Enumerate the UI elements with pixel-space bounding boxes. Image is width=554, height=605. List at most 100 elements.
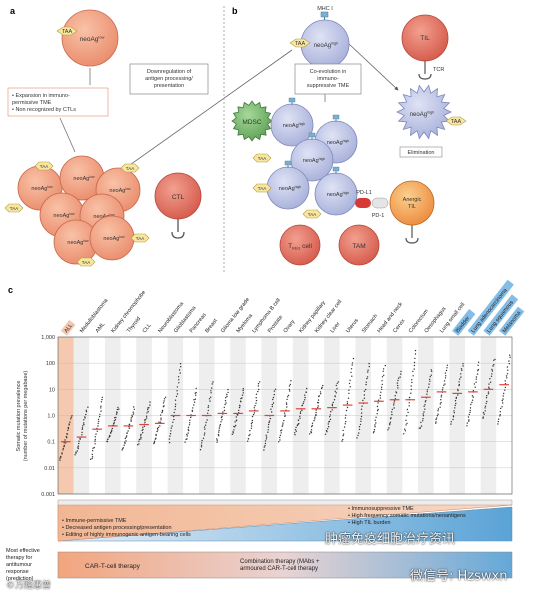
sample-point [343, 426, 346, 428]
note-line-3: • Non recognized by CTLs [12, 107, 76, 113]
sample-point [265, 434, 267, 436]
sample-point [408, 402, 410, 404]
sample-point [289, 390, 291, 392]
sample-point [216, 438, 218, 440]
sample-point [114, 417, 116, 419]
sample-point [506, 377, 508, 379]
svg-text:TAM: TAM [352, 243, 365, 250]
arrow-to-elimination [348, 43, 399, 91]
sample-point [360, 420, 362, 422]
sample-point [509, 356, 511, 358]
sample-point [89, 458, 92, 460]
sample-point [174, 399, 177, 401]
svg-text:neoAglow: neoAglow [31, 185, 53, 192]
sample-point [450, 423, 452, 425]
sample-point [506, 366, 509, 368]
category-label: Uterus [345, 318, 360, 335]
sample-point [358, 428, 361, 431]
category-label: ALL [60, 319, 76, 336]
svg-text:TAA: TAA [82, 260, 90, 265]
sample-point [251, 419, 254, 422]
sample-point [233, 429, 235, 431]
sample-point [195, 391, 197, 394]
sample-point [142, 426, 144, 428]
svg-text:TAA: TAA [40, 164, 48, 169]
sample-point [253, 407, 255, 409]
sample-point [189, 422, 191, 424]
sample-point [492, 365, 494, 367]
sample-point [346, 401, 349, 403]
sample-point [485, 402, 487, 405]
sample-point [372, 432, 375, 434]
sample-point [95, 433, 97, 435]
cluster-a-taa: TAA [130, 233, 150, 243]
sample-point [429, 380, 431, 382]
sample-point [363, 394, 366, 396]
sample-point [241, 397, 243, 399]
sample-point [426, 393, 428, 395]
sample-point [333, 399, 336, 401]
sample-point [126, 432, 128, 434]
sample-point [125, 436, 128, 438]
sample-point [137, 444, 139, 446]
sample-point [301, 404, 304, 407]
sample-point [313, 420, 315, 422]
sample-point [423, 405, 425, 407]
sample-point [145, 415, 148, 417]
sample-point [321, 386, 323, 389]
sample-point [241, 394, 244, 396]
sample-point [98, 416, 101, 418]
sample-point [67, 429, 69, 431]
sample-point [317, 401, 319, 404]
sample-point [91, 453, 94, 456]
sample-point [279, 434, 282, 436]
sample-point [361, 405, 363, 407]
sample-point [218, 435, 220, 437]
sample-point [358, 432, 360, 434]
sample-point [111, 429, 113, 431]
svg-text:neoAglow: neoAglow [109, 187, 131, 194]
sample-point [99, 413, 101, 416]
low-text-3: • Editing of highly immunogenic antigen-… [62, 532, 191, 538]
sample-point [482, 416, 484, 418]
sample-point [238, 409, 240, 412]
sample-point [303, 401, 305, 403]
sample-point [271, 411, 273, 413]
low-text-1: • Immune-permissive TME [62, 518, 127, 524]
sample-point [111, 427, 114, 430]
sample-point [411, 381, 413, 384]
sample-point [64, 439, 66, 441]
y-tick-label: 0.001 [41, 492, 55, 498]
sample-point [264, 442, 267, 445]
svg-text:therapy for: therapy for [6, 555, 32, 561]
sample-point [287, 394, 290, 397]
sample-point [59, 459, 61, 461]
svg-text:TAA: TAA [136, 236, 144, 241]
sample-point [205, 421, 207, 424]
sample-point [97, 425, 99, 427]
sample-point [487, 391, 490, 393]
sample-point [123, 444, 125, 446]
sample-point [257, 383, 260, 385]
sample-point [233, 425, 235, 428]
sample-point [274, 388, 277, 390]
sample-point [110, 431, 112, 434]
sample-point [430, 369, 432, 371]
high-text-1: • Immunosuppressive TME [348, 506, 414, 512]
sample-point [160, 417, 162, 419]
sample-point [115, 416, 117, 419]
sample-point [81, 427, 84, 429]
svg-text:TREG cell: TREG cell [288, 243, 312, 251]
sample-point [426, 391, 428, 393]
sample-point [168, 441, 171, 444]
sample-point [77, 447, 79, 450]
watermark-line-2: 微信号: Hzswxn [410, 569, 508, 584]
sample-point [113, 422, 116, 424]
sample-point [114, 419, 117, 421]
sample-point [169, 433, 172, 435]
svg-text:TIL: TIL [420, 35, 430, 42]
sample-point [387, 429, 389, 431]
sample-point [187, 432, 189, 434]
sample-point [374, 426, 376, 428]
